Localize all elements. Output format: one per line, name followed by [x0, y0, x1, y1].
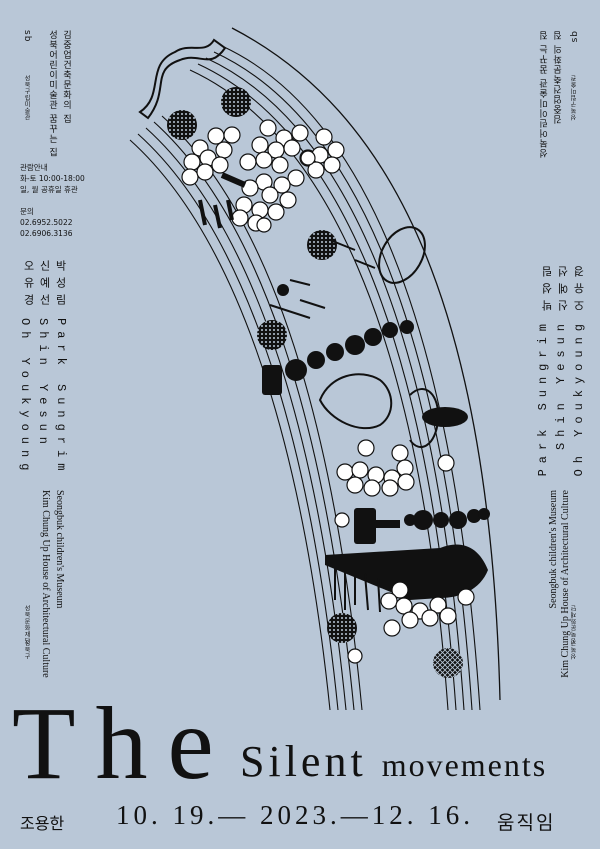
venue-en-1: Seongbuk children's Museum [54, 490, 65, 609]
date-row: 조용한 10. 19.— 2023.—12. 16. 움직임 [20, 800, 595, 840]
name-ko-1: 박성림 [54, 260, 67, 311]
logo-foundation: 성북문화재단 [23, 605, 30, 644]
logo-district: 성북구 [23, 640, 30, 660]
hours-label: 관람안내 [20, 163, 48, 172]
name-ko-2: 신예선 [38, 260, 51, 311]
name-en-3: Oh Youkyoung [18, 318, 32, 477]
exhibition-dates: 10. 19.— 2023.—12. 16. [116, 800, 474, 830]
phone-2: 02.6906.3136 [20, 229, 73, 238]
org-ko: 성북어린이미술관 꿈꾸는 집 [47, 30, 57, 158]
contact-label: 문의 [20, 207, 34, 216]
org2-ko: 김중업건축문화의 집 [61, 30, 71, 124]
artist-name: 조용한 [20, 814, 65, 833]
visitor-info: 관람안내 화-토 10:00-18:00 일, 월 공휴일 휴관 문의 02.6… [20, 162, 85, 239]
closed-days: 일, 월 공휴일 휴관 [20, 185, 78, 194]
korean-title: 움직임 [497, 812, 556, 834]
name-en-1: Park Sungrim [54, 318, 68, 477]
logo-text: 성북구립미술관 [23, 75, 30, 121]
phone-1: 02.6952.5022 [20, 218, 73, 227]
title-silent: Silent [240, 737, 367, 786]
title-the: The [12, 686, 234, 801]
name-en-2: Shin Yesun [36, 318, 50, 451]
logo-sb: sb [22, 30, 32, 43]
venue-en-2: Kim Chung Up House of Architectural Cult… [40, 490, 51, 678]
hours: 화-토 10:00-18:00 [20, 174, 85, 183]
title-movements: movements [381, 747, 548, 783]
name-ko-3: 오유경 [22, 260, 35, 311]
title-rest: Silent movements [240, 740, 547, 784]
